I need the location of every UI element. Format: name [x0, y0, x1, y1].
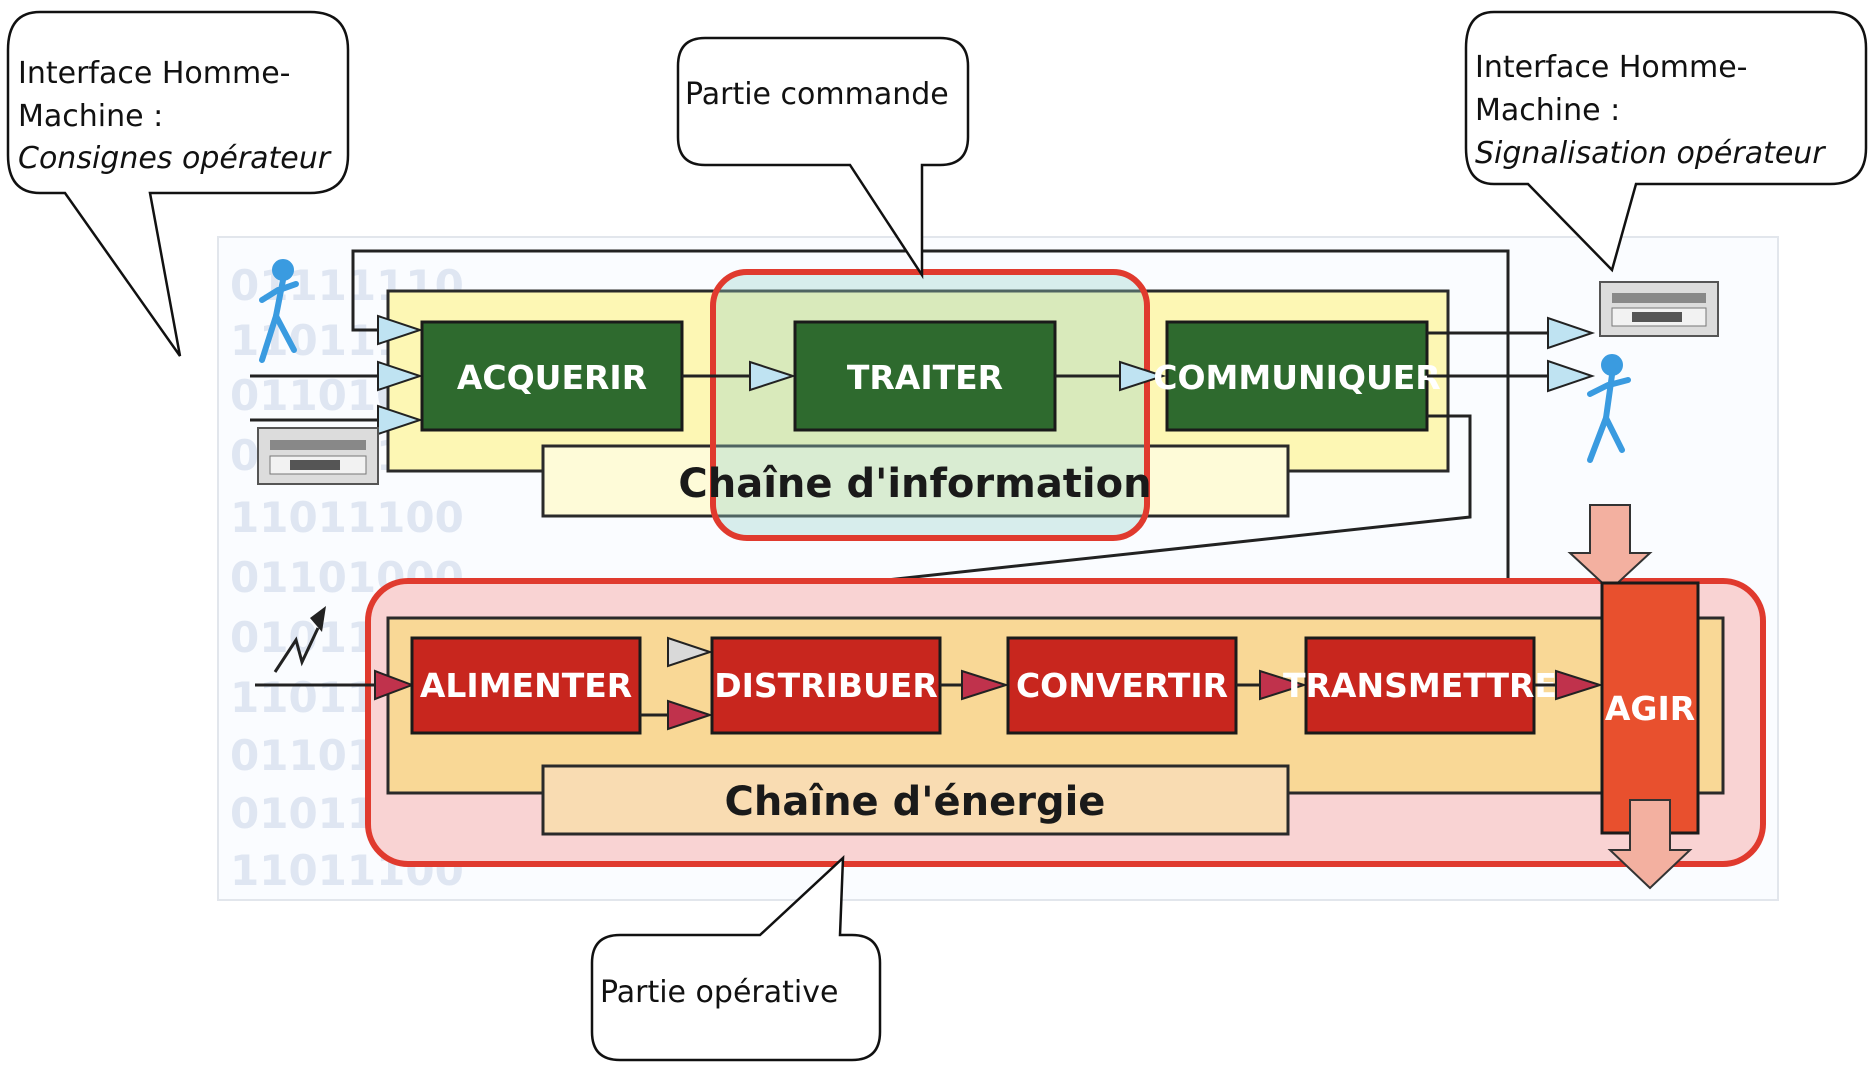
energy-input-arrow — [374, 669, 415, 701]
block-traiter-label: TRAITER — [847, 358, 1003, 397]
energy-chain-label-box — [541, 764, 1290, 836]
block-convertir — [1006, 636, 1238, 735]
arrow-convertir-transmettre — [1259, 669, 1308, 701]
chain-energie-label: Chaîne d'énergie — [725, 779, 1106, 825]
info-chain-label-box — [541, 444, 1290, 518]
block-transmettre-label: TRANSMETTRE — [1283, 666, 1557, 705]
block-alimenter-label: ALIMENTER — [420, 666, 632, 705]
block-acquerir-label: ACQUERIR — [457, 358, 647, 397]
lightning-icon — [273, 627, 320, 673]
callout-partie-operative: Partie opérative — [590, 855, 882, 1062]
arrow-traiter-communiquer — [1119, 360, 1167, 392]
chain-information-label: Chaîne d'information — [678, 461, 1151, 507]
callout-ihm-left-line1: Interface Homme- — [18, 56, 291, 91]
callout-partie-commande-text: Partie commande — [685, 77, 949, 112]
callout-partie-commande: Partie commande — [676, 36, 970, 280]
callout-ihm-left-line2: Machine : — [18, 99, 163, 134]
operator-right-person-icon — [1587, 354, 1631, 463]
input-arrow-2 — [377, 360, 424, 392]
matter-in-arrow — [1567, 504, 1653, 592]
binary-row: 11011100 — [230, 493, 464, 542]
callout-ihm-signalisation: Interface Homme- Machine : Signalisation… — [1464, 10, 1868, 273]
callout-partie-operative-text: Partie opérative — [600, 975, 838, 1010]
controller-left-icon — [257, 427, 379, 485]
block-communiquer — [1165, 320, 1429, 432]
feedback-loop-line — [351, 249, 1510, 617]
input-arrow-3 — [377, 404, 424, 436]
block-convertir-label: CONVERTIR — [1016, 666, 1228, 705]
operator-left-person-icon — [259, 259, 299, 363]
arrow-alimenter-distribuer — [667, 699, 714, 731]
block-agir-label: AGIR — [1605, 689, 1695, 728]
arrow-order-distribuer — [667, 636, 714, 668]
block-communiquer-label: COMMUNIQUER — [1153, 358, 1440, 397]
block-distribuer-label: DISTRIBUER — [714, 666, 938, 705]
arrow-acquerir-traiter — [749, 360, 797, 392]
block-alimenter — [410, 636, 642, 735]
callout-ihm-right-line2: Machine : — [1475, 93, 1620, 128]
matter-out-arrow — [1607, 799, 1693, 890]
block-agir — [1600, 581, 1700, 835]
output-arrow-2 — [1547, 359, 1596, 393]
callout-ihm-left-line3: Consignes opérateur — [18, 141, 332, 176]
input-arrow-1 — [377, 314, 424, 346]
arrow-distribuer-convertir — [961, 669, 1010, 701]
output-arrow-1 — [1547, 316, 1596, 350]
block-transmettre — [1304, 636, 1536, 735]
callout-ihm-consignes: Interface Homme- Machine : Consignes opé… — [6, 10, 350, 357]
callout-ihm-right-line3: Signalisation opérateur — [1475, 136, 1826, 171]
lightning-arrowhead — [310, 606, 326, 632]
controller-right-icon — [1599, 281, 1719, 337]
callout-ihm-right-line1: Interface Homme- — [1475, 50, 1748, 85]
block-acquerir — [420, 320, 684, 432]
arrow-transmettre-agir — [1555, 669, 1604, 701]
